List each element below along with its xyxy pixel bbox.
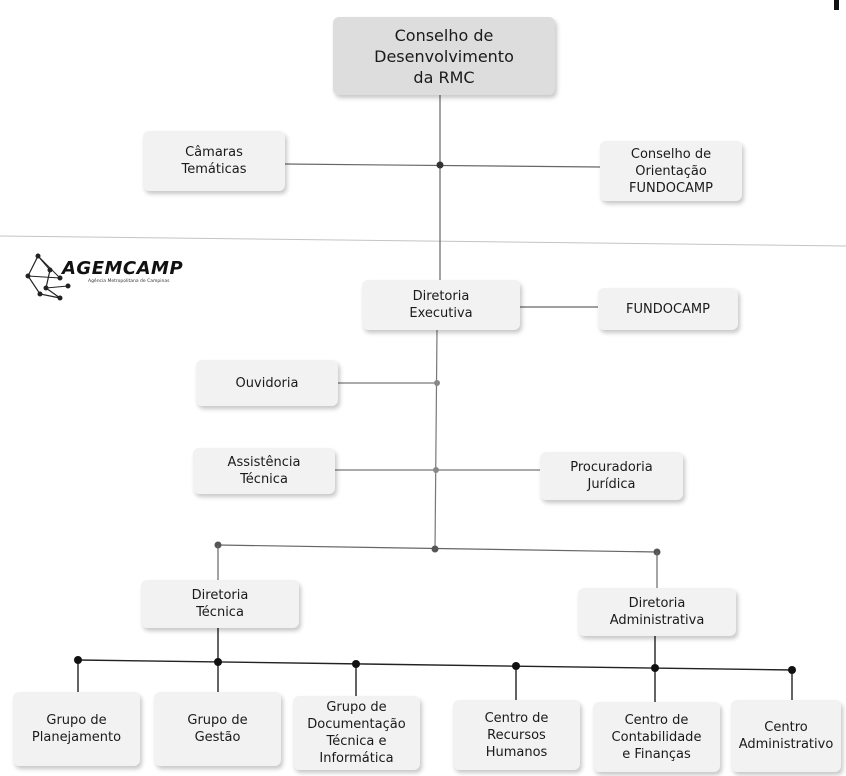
agemcamp-logo-icon [25, 253, 71, 301]
node-grupo-gestao: Grupo de Gestão [154, 692, 281, 766]
node-fundocamp: FUNDOCAMP [598, 288, 738, 330]
node-diretoria-tecnica: Diretoria Técnica [141, 580, 299, 628]
node-camaras-tematicas: Câmaras Temáticas [143, 131, 285, 191]
node-diretoria-administrativa: Diretoria Administrativa [578, 588, 736, 636]
node-assistencia-tecnica: Assistência Técnica [193, 448, 335, 494]
corner-mark [834, 0, 839, 10]
node-centro-recursos-humanos: Centro de Recursos Humanos [453, 700, 580, 770]
node-diretoria-executiva: Diretoria Executiva [362, 280, 520, 330]
node-centro-administrativo: Centro Administrativo [731, 700, 841, 772]
node-conselho-desenvolvimento-rmc: Conselho de Desenvolvimento da RMC [333, 17, 555, 95]
node-grupo-documentacao: Grupo de Documentação Técnica e Informát… [293, 696, 420, 770]
node-centro-contabilidade-financas: Centro de Contabilidade e Finanças [593, 702, 720, 772]
logo-subtitle: Agência Metropolitana de Campinas [88, 279, 170, 284]
node-conselho-orientacao-fundocamp: Conselho de Orientação FUNDOCAMP [600, 141, 742, 201]
node-grupo-planejamento: Grupo de Planejamento [13, 692, 140, 766]
logo-title: AGEMCAMP [62, 258, 184, 279]
node-procuradoria-juridica: Procuradoria Jurídica [540, 452, 683, 500]
node-ouvidoria: Ouvidoria [196, 360, 338, 406]
